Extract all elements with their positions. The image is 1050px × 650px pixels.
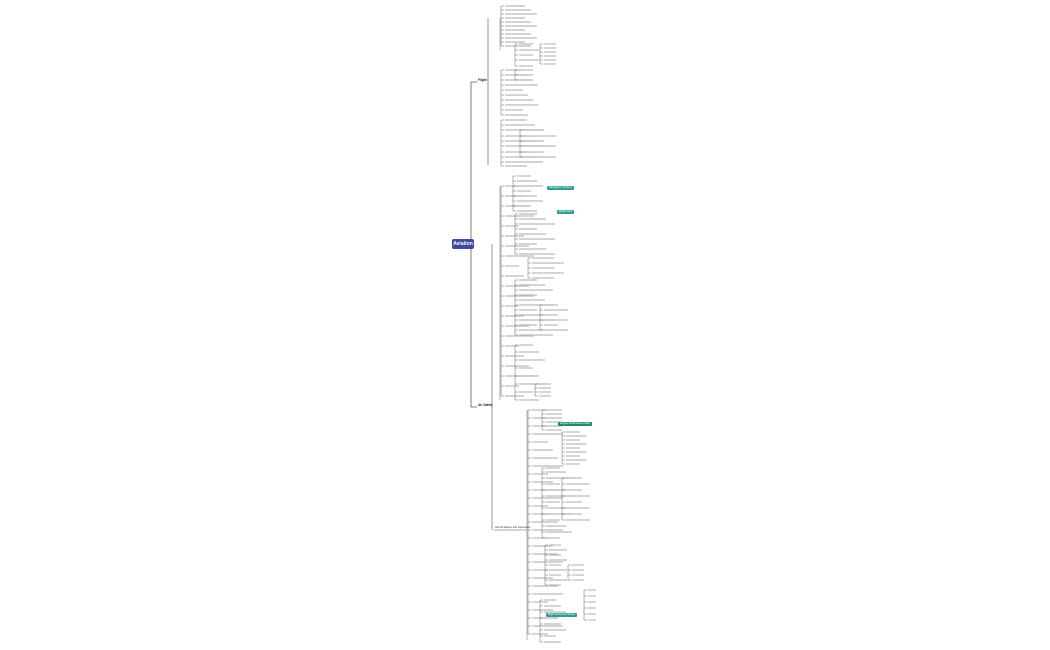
tag-instrument: Flight Instrument Panel <box>546 613 577 617</box>
tag-radar: Radar Data <box>557 210 575 214</box>
branch-aircraft-design[interactable]: Aircraft Design and Operations <box>495 526 531 529</box>
tag-navigation: Navigation Systems <box>547 186 574 190</box>
root-node[interactable]: Aviation <box>452 239 474 249</box>
tag-engine: Engine Performance Data <box>558 422 592 426</box>
branch-air-safety[interactable]: Air Safety <box>478 403 493 407</box>
branch-flight[interactable]: Flight <box>478 78 487 82</box>
